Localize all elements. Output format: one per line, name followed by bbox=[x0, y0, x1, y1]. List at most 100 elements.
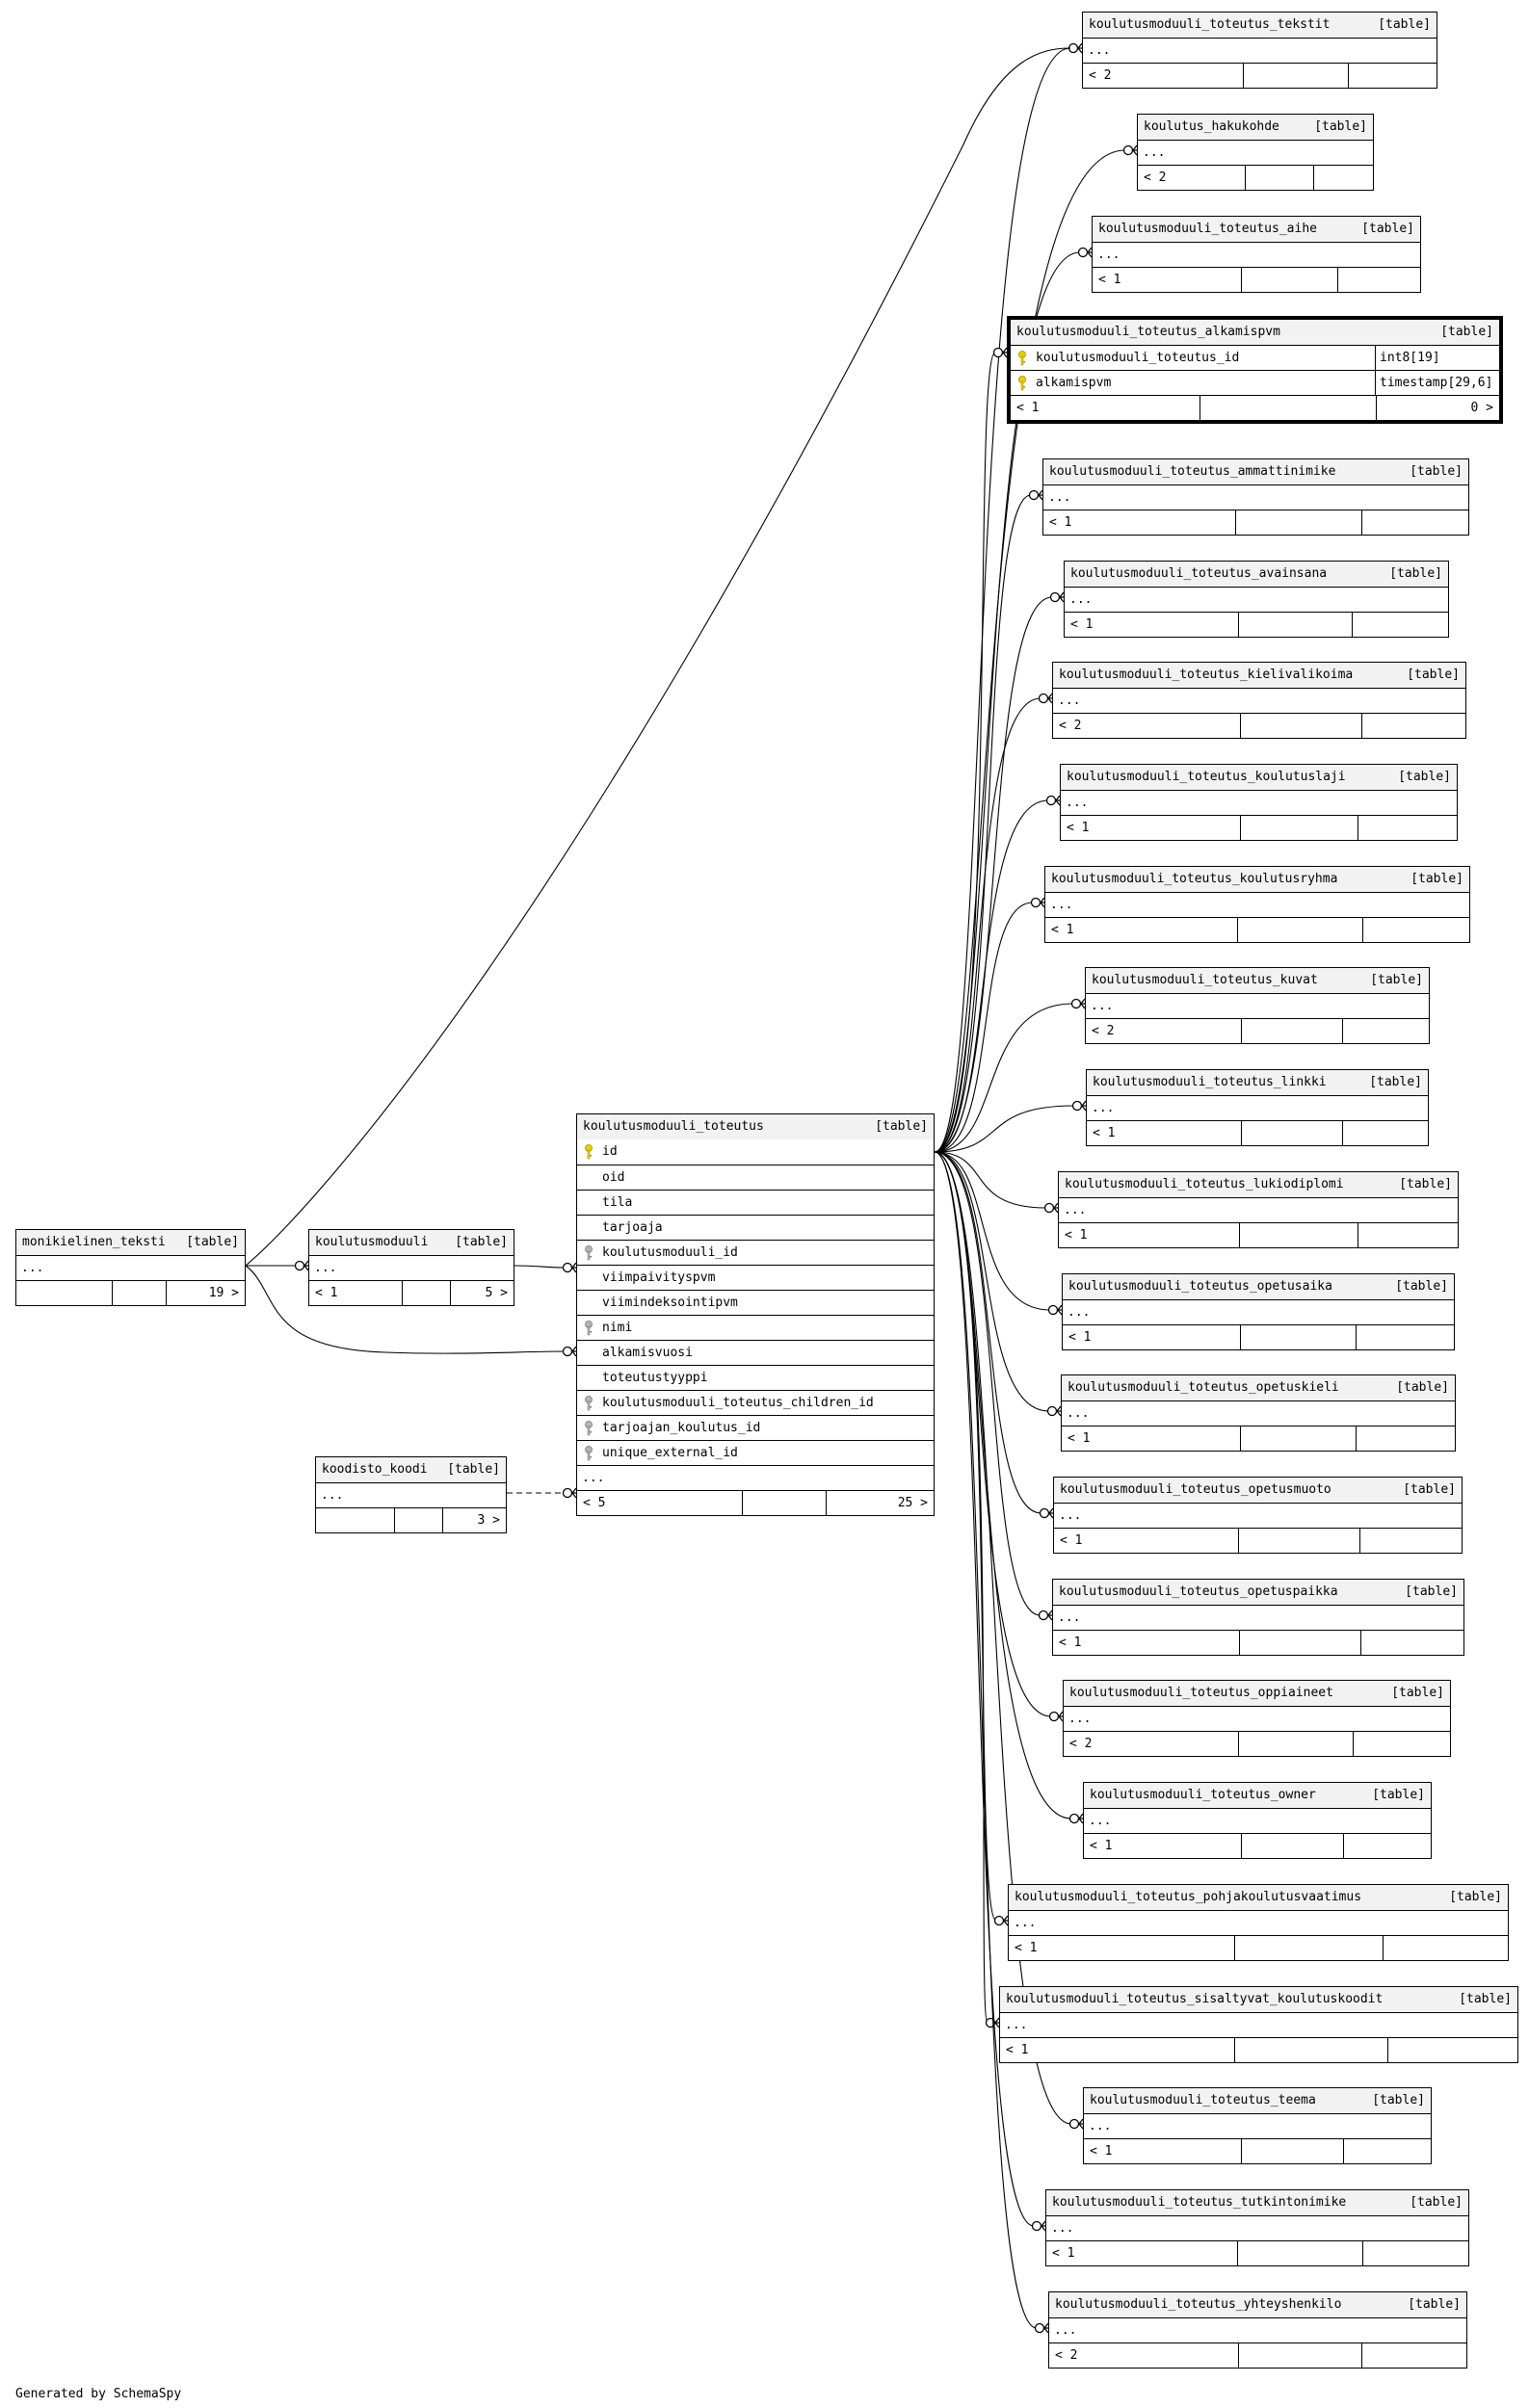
table-koulutusmoduuli[interactable]: koulutusmoduuli [table] ... < 1 5 > bbox=[308, 1229, 514, 1306]
table-koulutusmoduuli-toteutus-teema[interactable]: koulutusmoduuli_toteutus_teema[table]...… bbox=[1083, 2087, 1432, 2164]
parents-count[interactable]: < 1 bbox=[1090, 1839, 1113, 1853]
table-koulutusmoduuli-toteutus-ammattinimike[interactable]: koulutusmoduuli_toteutus_ammattinimike[t… bbox=[1042, 458, 1469, 536]
parents-count[interactable]: < 1 bbox=[1067, 821, 1090, 835]
table-header: koulutusmoduuli_toteutus_ammattinimike[t… bbox=[1043, 459, 1468, 484]
columns-ellipsis: ... bbox=[1138, 140, 1373, 165]
children-count[interactable]: 19 > bbox=[166, 1281, 245, 1305]
parents-count[interactable]: < 1 bbox=[1006, 2043, 1029, 2057]
table-koulutusmoduuli-toteutus-sisaltyvat-koulutuskoodit[interactable]: koulutusmoduuli_toteutus_sisaltyvat_koul… bbox=[999, 1986, 1518, 2063]
table-koulutusmoduuli-toteutus-kielivalikoima[interactable]: koulutusmoduuli_toteutus_kielivalikoima[… bbox=[1052, 662, 1466, 739]
parents-count[interactable]: < 1 bbox=[1065, 1228, 1088, 1243]
columns-ellipsis: ... bbox=[1053, 688, 1465, 713]
table-koulutusmoduuli-toteutus-pohjakoulutusvaatimus[interactable]: koulutusmoduuli_toteutus_pohjakoulutusva… bbox=[1008, 1884, 1509, 1961]
footer-spacer bbox=[1243, 64, 1348, 88]
parents-count[interactable]: < 1 bbox=[1049, 515, 1072, 530]
relationship-many-marker bbox=[303, 1260, 309, 1271]
table-name: koulutusmoduuli_toteutus_aihe bbox=[1098, 222, 1317, 236]
parents-count[interactable]: < 1 bbox=[1060, 1533, 1083, 1548]
table-name: koulutusmoduuli bbox=[315, 1235, 429, 1249]
footer-spacer bbox=[394, 1508, 442, 1532]
column-row[interactable]: tila bbox=[577, 1190, 934, 1215]
table-footer: 3 > bbox=[316, 1507, 506, 1532]
column-row[interactable]: nimi bbox=[577, 1315, 934, 1340]
table-koulutusmoduuli-toteutus-owner[interactable]: koulutusmoduuli_toteutus_owner[table]...… bbox=[1083, 1782, 1432, 1859]
children-count[interactable]: 0 > bbox=[1376, 396, 1499, 420]
table-footer: < 1 bbox=[1093, 267, 1420, 292]
relationship-line bbox=[934, 1151, 1072, 2125]
parents-count[interactable]: < 2 bbox=[1092, 1024, 1115, 1038]
relationship-line bbox=[934, 47, 1071, 1153]
parents-count[interactable]: < 2 bbox=[1055, 2348, 1078, 2363]
table-koulutusmoduuli-toteutus-lukiodiplomi[interactable]: koulutusmoduuli_toteutus_lukiodiplomi[ta… bbox=[1058, 1171, 1459, 1248]
table-name: monikielinen_teksti bbox=[22, 1235, 166, 1249]
parents-count[interactable]: < 1 bbox=[1093, 1126, 1116, 1140]
table-koulutusmoduuli-toteutus-avainsana[interactable]: koulutusmoduuli_toteutus_avainsana[table… bbox=[1064, 561, 1449, 638]
column-row[interactable]: toteutustyyppi bbox=[577, 1365, 934, 1390]
parents-count[interactable]: < 2 bbox=[1144, 170, 1167, 185]
table-koulutus-hakukohde[interactable]: koulutus_hakukohde[table]...< 2 bbox=[1137, 114, 1374, 191]
table-monikielinen-teksti[interactable]: monikielinen_teksti [table] ... 19 > bbox=[15, 1229, 246, 1306]
table-koulutusmoduuli-toteutus-linkki[interactable]: koulutusmoduuli_toteutus_linkki[table]..… bbox=[1086, 1069, 1429, 1146]
column-row[interactable]: alkamispvm timestamp[29,6] bbox=[1011, 370, 1499, 395]
table-name: koulutusmoduuli_toteutus_opetusmuoto bbox=[1060, 1482, 1331, 1497]
parents-count[interactable]: < 5 bbox=[583, 1496, 606, 1510]
column-row[interactable]: tarjoaja bbox=[577, 1215, 934, 1240]
columns-ellipsis: ... bbox=[1064, 1706, 1450, 1731]
table-koulutusmoduuli-toteutus-yhteyshenkilo[interactable]: koulutusmoduuli_toteutus_yhteyshenkilo[t… bbox=[1048, 2291, 1467, 2369]
table-koulutusmoduuli-toteutus-oppiaineet[interactable]: koulutusmoduuli_toteutus_oppiaineet[tabl… bbox=[1063, 1680, 1451, 1757]
table-koulutusmoduuli-toteutus-kuvat[interactable]: koulutusmoduuli_toteutus_kuvat[table]...… bbox=[1085, 967, 1430, 1044]
table-footer: < 1 bbox=[1043, 510, 1468, 535]
parents-count[interactable]: < 1 bbox=[315, 1286, 338, 1300]
table-koulutusmoduuli-toteutus-opetuspaikka[interactable]: koulutusmoduuli_toteutus_opetuspaikka[ta… bbox=[1052, 1579, 1464, 1656]
table-koulutusmoduuli-toteutus-alkamispvm[interactable]: koulutusmoduuli_toteutus_alkamispvm [tab… bbox=[1007, 316, 1503, 424]
column-row[interactable]: koulutusmoduuli_id bbox=[577, 1240, 934, 1265]
column-row[interactable]: alkamisvuosi bbox=[577, 1340, 934, 1365]
parents-count[interactable]: < 1 bbox=[1068, 1431, 1091, 1446]
table-koodisto-koodi[interactable]: koodisto_koodi [table] ... 3 > bbox=[315, 1456, 507, 1533]
table-koulutusmoduuli-toteutus-tutkintonimike[interactable]: koulutusmoduuli_toteutus_tutkintonimike[… bbox=[1045, 2189, 1469, 2266]
table-koulutusmoduuli-toteutus-koulutusryhma[interactable]: koulutusmoduuli_toteutus_koulutusryhma[t… bbox=[1044, 866, 1470, 943]
table-header: koulutusmoduuli_toteutus_owner[table] bbox=[1084, 1783, 1431, 1808]
parents-count[interactable]: < 2 bbox=[1069, 1737, 1093, 1751]
table-koulutusmoduuli-toteutus-aihe[interactable]: koulutusmoduuli_toteutus_aihe[table]...<… bbox=[1092, 216, 1421, 293]
parents-count[interactable]: < 1 bbox=[1051, 923, 1074, 937]
column-row[interactable]: id bbox=[577, 1139, 934, 1165]
parents-count[interactable]: < 2 bbox=[1089, 68, 1112, 83]
table-koulutusmoduuli-toteutus-opetusmuoto[interactable]: koulutusmoduuli_toteutus_opetusmuoto[tab… bbox=[1053, 1477, 1463, 1554]
table-footer: < 1 bbox=[1063, 1324, 1454, 1349]
parents-count[interactable]: < 1 bbox=[1015, 1941, 1038, 1955]
parents-count[interactable]: < 1 bbox=[1098, 273, 1121, 287]
column-row[interactable]: viimindeksointipvm bbox=[577, 1290, 934, 1315]
parents-count[interactable]: < 1 bbox=[1052, 2246, 1075, 2261]
parents-count[interactable]: < 1 bbox=[1068, 1330, 1092, 1345]
parents-count[interactable]: < 1 bbox=[1016, 401, 1040, 415]
table-footer: < 1 bbox=[1084, 2138, 1431, 2163]
table-header: koulutusmoduuli_toteutus_opetusaika[tabl… bbox=[1063, 1274, 1454, 1299]
column-row[interactable]: oid bbox=[577, 1165, 934, 1190]
children-count[interactable]: 3 > bbox=[442, 1508, 506, 1532]
table-header: koulutusmoduuli_toteutus_tekstit[table] bbox=[1083, 13, 1437, 38]
children-count[interactable]: 5 > bbox=[450, 1281, 514, 1305]
column-row[interactable]: viimpaivityspvm bbox=[577, 1265, 934, 1290]
table-koulutusmoduuli-toteutus-opetuskieli[interactable]: koulutusmoduuli_toteutus_opetuskieli[tab… bbox=[1061, 1374, 1456, 1452]
column-row[interactable]: koulutusmoduuli_toteutus_children_id bbox=[577, 1390, 934, 1415]
children-count bbox=[1362, 2241, 1468, 2265]
parents-count[interactable]: < 1 bbox=[1090, 2144, 1113, 2159]
table-koulutusmoduuli-toteutus-opetusaika[interactable]: koulutusmoduuli_toteutus_opetusaika[tabl… bbox=[1062, 1273, 1455, 1350]
children-count bbox=[1361, 510, 1468, 535]
column-name: id bbox=[602, 1144, 618, 1159]
column-row[interactable]: tarjoajan_koulutus_id bbox=[577, 1415, 934, 1440]
table-koulutusmoduuli-toteutus-koulutuslaji[interactable]: koulutusmoduuli_toteutus_koulutuslaji[ta… bbox=[1060, 764, 1458, 841]
parents-count[interactable]: < 1 bbox=[1059, 1636, 1082, 1650]
relationship-many-marker bbox=[571, 1262, 577, 1273]
relationship-line bbox=[934, 1151, 1050, 1412]
column-row[interactable]: koulutusmoduuli_toteutus_id int8[19] bbox=[1011, 345, 1499, 370]
children-count[interactable]: 25 > bbox=[826, 1491, 934, 1515]
generated-by-credit: Generated by SchemaSpy bbox=[15, 2387, 182, 2401]
table-koulutusmoduuli-toteutus-tekstit[interactable]: koulutusmoduuli_toteutus_tekstit[table].… bbox=[1082, 12, 1437, 89]
children-count bbox=[1342, 1019, 1429, 1043]
column-row[interactable]: unique_external_id bbox=[577, 1440, 934, 1465]
parents-count[interactable]: < 2 bbox=[1059, 719, 1082, 733]
parents-count[interactable]: < 1 bbox=[1070, 617, 1094, 632]
